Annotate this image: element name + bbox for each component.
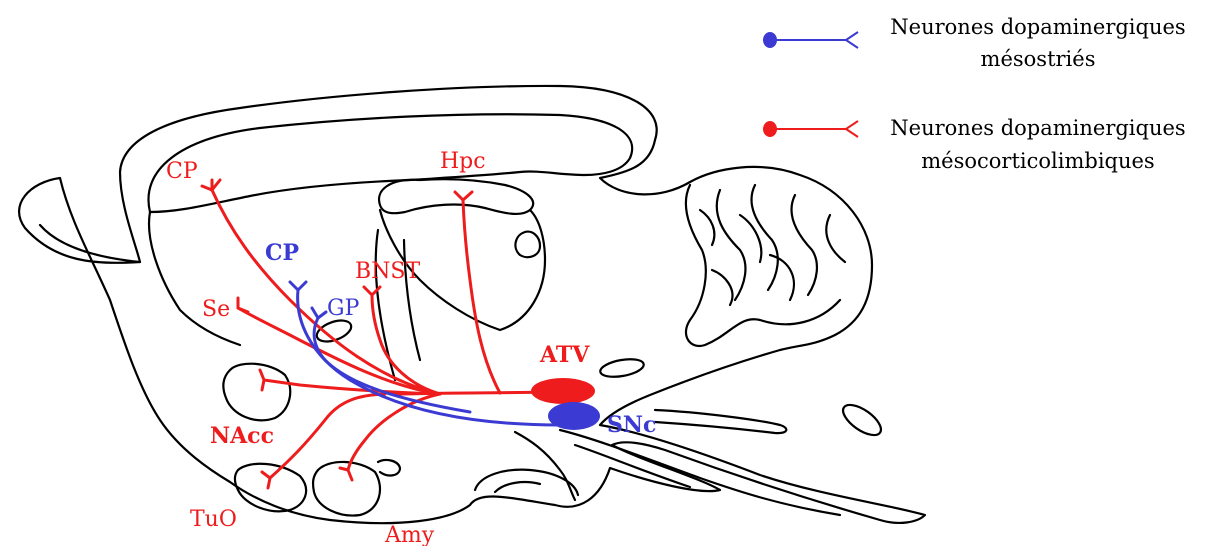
- aqueduct-line-2: [575, 445, 690, 487]
- legend-mesostriatal-line1: Neurones dopaminergiques: [890, 15, 1185, 39]
- fourth-ventricle: [655, 410, 786, 433]
- red-terminal-cp: [202, 180, 220, 190]
- legend-red-terminal: [846, 121, 858, 137]
- blue-terminal-cp: [290, 282, 306, 290]
- corpus-callosum: [148, 114, 632, 212]
- legend-mesocorticolimbic-line1: Neurones dopaminergiques: [890, 116, 1185, 140]
- atv-nucleus: [531, 378, 595, 404]
- aqueduct-line-1: [560, 430, 840, 515]
- label-cp-blue: CP: [265, 240, 299, 266]
- small-amy-loop: [378, 460, 400, 475]
- red-terminal-amy: [340, 468, 352, 480]
- label-cp-red: CP: [166, 159, 198, 184]
- nacc-region: [223, 364, 290, 421]
- label-amy: Amy: [384, 523, 435, 546]
- frontal-inner: [149, 212, 240, 345]
- label-atv: ATV: [539, 342, 590, 368]
- red-terminal-se: [238, 298, 248, 312]
- thalamus-loop: [515, 232, 540, 258]
- legend-item-mesostriatal: Neurones dopaminergiques mésostriés: [763, 15, 1186, 71]
- red-terminal-nacc: [260, 370, 264, 390]
- pons-outline-2: [495, 482, 540, 492]
- stria-line: [376, 230, 395, 380]
- red-path-amy: [348, 394, 440, 470]
- label-nacc: NAcc: [210, 423, 274, 449]
- midbrain-line: [515, 432, 575, 500]
- blue-terminal-gp: [312, 308, 326, 318]
- label-se: Se: [202, 297, 230, 322]
- label-bnst: BNST: [355, 259, 420, 284]
- legend-mesocorticolimbic-line2: mésocorticolimbiques: [921, 149, 1154, 173]
- legend-mesostriatal-line2: mésostriés: [981, 47, 1096, 71]
- label-tuo: TuO: [190, 507, 237, 532]
- label-snc: SNc: [607, 412, 656, 438]
- label-gp: GP: [327, 296, 360, 321]
- legend-item-mesocorticolimbic: Neurones dopaminergiques mésocorticolimb…: [763, 116, 1186, 173]
- cerebellum: [686, 185, 845, 346]
- snc-nucleus: [548, 402, 600, 430]
- red-terminal-hpc: [455, 192, 472, 200]
- red-terminal-tuo: [262, 472, 270, 488]
- small-ventricle: [599, 356, 645, 379]
- legend: Neurones dopaminergiques mésostriés Neur…: [763, 15, 1186, 173]
- legend-blue-terminal: [846, 32, 858, 48]
- hippocampus-outline: [379, 179, 533, 214]
- internal-capsule-line: [404, 240, 420, 360]
- brainstem-ellipse: [838, 399, 886, 441]
- red-path-hpc: [463, 200, 500, 393]
- label-hpc: Hpc: [440, 149, 486, 174]
